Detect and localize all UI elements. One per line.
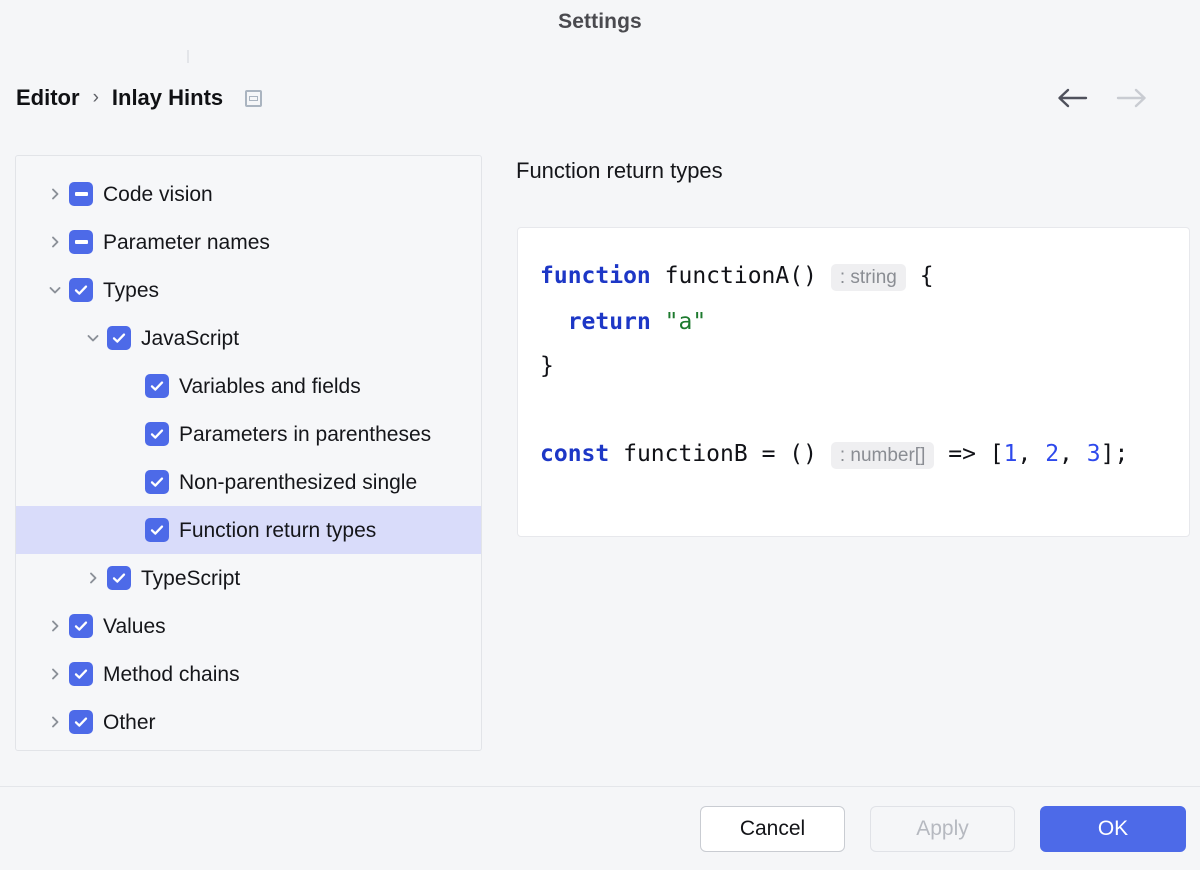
arrow-left-icon[interactable] — [1056, 88, 1088, 108]
tree-row[interactable]: Non-parenthesized single — [16, 458, 481, 506]
breadcrumb-separator: › — [92, 87, 99, 108]
footer-divider — [0, 786, 1200, 787]
tree-row-label: Other — [103, 710, 156, 734]
code-fn-a-name: functionA() — [650, 263, 817, 289]
tree-row[interactable]: Code vision — [16, 170, 481, 218]
chevron-right-icon[interactable] — [41, 186, 69, 202]
code-keyword-function: function — [540, 263, 651, 289]
tree-row-label: Parameters in parentheses — [179, 422, 432, 446]
tree-row-label: Values — [103, 614, 166, 638]
ok-button[interactable]: OK — [1040, 805, 1186, 852]
tree-row-label: Method chains — [103, 662, 240, 686]
code-arrow: => [ — [934, 441, 1004, 467]
code-preview-card: function functionA() : string { return "… — [517, 227, 1190, 537]
tree-row[interactable]: Values — [16, 602, 481, 650]
code-number-2: 2 — [1045, 441, 1060, 467]
checkbox-checked-icon[interactable] — [69, 614, 93, 638]
tree-row-label: Types — [103, 278, 160, 302]
detail-title: Function return types — [516, 158, 723, 183]
checkbox-indeterminate-icon[interactable] — [69, 230, 93, 254]
checkbox-checked-icon[interactable] — [69, 662, 93, 686]
tree-row-label: TypeScript — [141, 566, 241, 590]
code-keyword-return: return — [567, 309, 651, 335]
code-line5-tail: ]; — [1100, 441, 1129, 467]
tree-row[interactable]: Parameters in parentheses — [16, 410, 481, 458]
code-string-a: "a" — [664, 309, 707, 335]
code-close-brace: } — [540, 353, 554, 379]
apply-button[interactable]: Apply — [870, 805, 1015, 852]
code-sep-2: , — [1059, 441, 1087, 467]
tree-row[interactable]: Other — [16, 698, 481, 746]
tree-row-label: JavaScript — [141, 326, 240, 350]
chevron-down-icon[interactable] — [79, 330, 107, 346]
settings-header: Editor › Inlay Hints — [0, 76, 1200, 120]
header-tick-mark — [187, 50, 189, 63]
code-number-1: 1 — [1003, 441, 1018, 467]
code-line1-tail: { — [905, 263, 934, 289]
chevron-right-icon[interactable] — [41, 714, 69, 730]
tree-row-label: Function return types — [179, 518, 377, 542]
dialog-footer: Cancel Apply OK — [0, 787, 1200, 870]
inlay-hint-number-array[interactable]: : number[] — [830, 442, 935, 469]
tree-row[interactable]: JavaScript — [16, 314, 481, 362]
checkbox-checked-icon[interactable] — [107, 566, 131, 590]
checkbox-dash — [74, 240, 88, 244]
checkbox-indeterminate-icon[interactable] — [69, 182, 93, 206]
tree-row[interactable]: Method chains — [16, 650, 481, 698]
nav-arrows — [1056, 88, 1184, 108]
code-sep-1: , — [1017, 441, 1046, 467]
checkbox-checked-icon[interactable] — [145, 518, 169, 542]
tree-row-label: Parameter names — [103, 230, 270, 254]
code-fn-b-name: functionB = () — [609, 441, 817, 467]
breadcrumb-current: Inlay Hints — [111, 85, 224, 110]
chevron-right-icon[interactable] — [41, 234, 69, 250]
checkbox-checked-icon[interactable] — [69, 710, 93, 734]
tree-row-label: Non-parenthesized single — [179, 470, 418, 494]
checkbox-dash — [74, 192, 88, 196]
tree-row-label: Variables and fields — [179, 374, 361, 398]
inlay-hint-string[interactable]: : string — [830, 264, 906, 291]
checkbox-checked-icon[interactable] — [69, 278, 93, 302]
breadcrumb-root[interactable]: Editor — [16, 85, 80, 110]
checkbox-checked-icon[interactable] — [145, 422, 169, 446]
checkbox-checked-icon[interactable] — [145, 374, 169, 398]
tree-row[interactable]: Variables and fields — [16, 362, 481, 410]
code-keyword-const: const — [540, 441, 610, 467]
chevron-right-icon[interactable] — [79, 570, 107, 586]
tree-row[interactable]: Function return types — [16, 506, 481, 554]
checkbox-checked-icon[interactable] — [145, 470, 169, 494]
cancel-button[interactable]: Cancel — [700, 805, 845, 852]
tree-row-label: Code vision — [103, 182, 213, 206]
window-title: Settings — [558, 10, 642, 33]
tree-row[interactable]: TypeScript — [16, 554, 481, 602]
chevron-right-icon[interactable] — [41, 666, 69, 682]
chevron-down-icon[interactable] — [41, 282, 69, 298]
arrow-right-icon[interactable] — [1116, 88, 1148, 108]
code-preview: function functionA() : string { return "… — [540, 254, 1167, 478]
checkbox-checked-icon[interactable] — [107, 326, 131, 350]
code-number-3: 3 — [1086, 441, 1101, 467]
chevron-right-icon[interactable] — [41, 618, 69, 634]
tree-row[interactable]: Types — [16, 266, 481, 314]
panel-icon-inner — [249, 95, 259, 101]
tree-row[interactable]: Parameter names — [16, 218, 481, 266]
panel-icon[interactable] — [245, 89, 263, 107]
